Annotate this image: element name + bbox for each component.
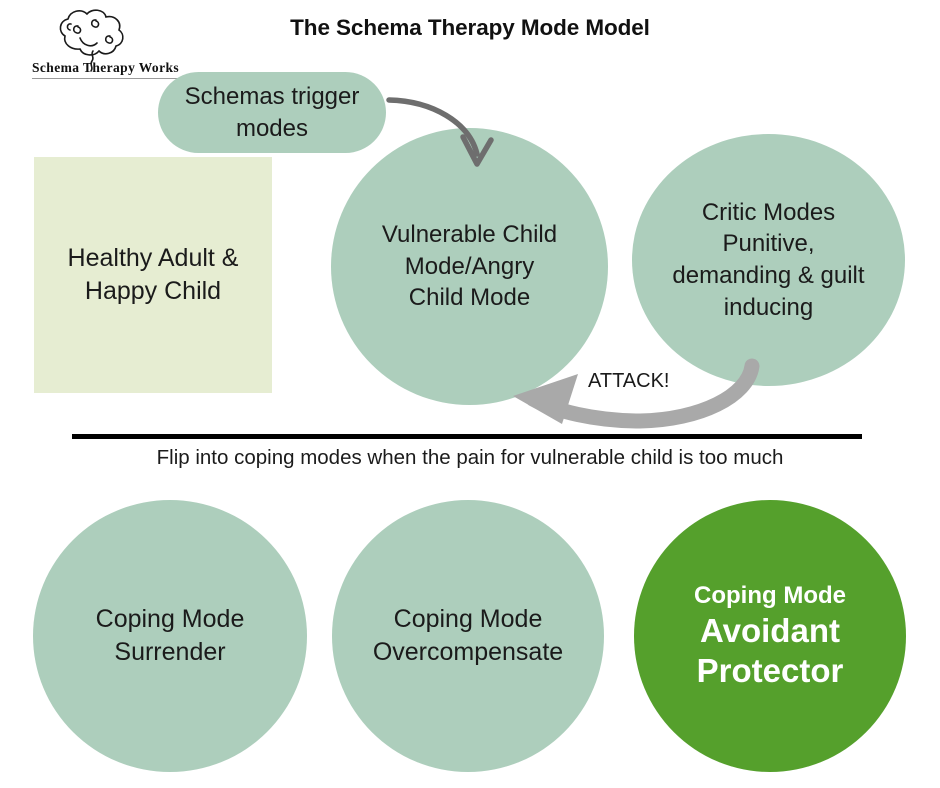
logo-wordmark: Schema Therapy Works	[32, 60, 180, 75]
vulnerable-child-line-2: Mode/Angry	[404, 252, 535, 280]
flip-caption: Flip into coping modes when the pain for…	[156, 446, 784, 469]
coping-overcompensate-line-1: Coping Mode	[393, 605, 543, 633]
coping-avoidant-line-1: Coping Mode	[694, 582, 846, 610]
schemas-trigger-line-1: Schemas trigger	[184, 82, 360, 110]
coping-modes-divider	[72, 434, 862, 439]
brain-tree-icon	[59, 9, 124, 72]
vulnerable-child-line-1: Vulnerable Child	[381, 220, 558, 248]
coping-avoidant-line-3: Protector	[696, 652, 844, 689]
healthy-adult-line-2: Happy Child	[84, 277, 222, 305]
schema-therapy-works-logo: Schema Therapy Works	[20, 4, 185, 82]
critic-modes-line-4: inducing	[723, 293, 814, 321]
attack-label: ATTACK!	[588, 370, 670, 392]
coping-surrender-line-1: Coping Mode	[95, 605, 245, 633]
node-coping-mode-overcompensate[interactable]: Coping Mode Overcompensate	[332, 500, 604, 772]
node-critic-modes[interactable]: Critic Modes Punitive, demanding & guilt…	[632, 134, 905, 386]
coping-surrender-line-2: Surrender	[114, 638, 226, 666]
critic-modes-line-1: Critic Modes	[701, 198, 836, 226]
node-schemas-trigger-modes[interactable]: Schemas trigger modes	[158, 72, 386, 153]
logo-underline	[32, 78, 185, 79]
vulnerable-child-line-3: Child Mode	[408, 284, 531, 312]
node-coping-mode-surrender[interactable]: Coping Mode Surrender	[33, 500, 307, 772]
node-vulnerable-child-mode[interactable]: Vulnerable Child Mode/Angry Child Mode	[331, 128, 608, 405]
critic-modes-line-3: demanding & guilt	[672, 262, 865, 289]
page-title: The Schema Therapy Mode Model	[290, 15, 650, 40]
schemas-trigger-line-2: modes	[235, 114, 309, 142]
node-healthy-adult-happy-child[interactable]: Healthy Adult & Happy Child	[34, 157, 272, 393]
node-coping-mode-avoidant-protector[interactable]: Coping Mode Avoidant Protector	[634, 500, 906, 772]
critic-modes-line-2: Punitive,	[722, 230, 815, 258]
coping-avoidant-line-2: Avoidant	[700, 612, 840, 650]
coping-overcompensate-line-2: Overcompensate	[372, 638, 564, 666]
healthy-adult-line-1: Healthy Adult &	[67, 244, 239, 272]
